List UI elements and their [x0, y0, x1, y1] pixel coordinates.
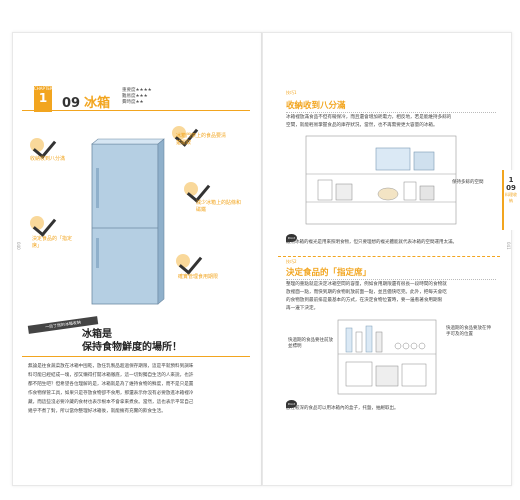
page-number: 041 — [506, 242, 511, 250]
rating-list: 重要度★★★★ 難易度★★★ 費時度★★ — [122, 88, 152, 105]
fridge-shelves-illustration — [305, 135, 457, 225]
page-number: 040 — [16, 242, 21, 250]
annotation: 確實管理食用期限 — [178, 274, 219, 280]
section-title: 收納收到八分滿 — [286, 101, 346, 111]
headline: 冰箱是 保持食物鮮度的場所！ — [82, 329, 182, 353]
point-note: 最然冰箱的複光是用來照明食物，但只要理想的複光體能就代表冰箱的空間運用太滿。 — [286, 240, 457, 245]
fridge-door-illustration — [337, 319, 437, 395]
right-page — [262, 32, 512, 486]
annotation: 冰箱門架上的食品要清楚擺取 — [176, 133, 227, 146]
check-ring — [172, 126, 186, 140]
callout: 快過期的食品要往前放並標明 — [288, 338, 333, 349]
point-badge: Point — [286, 234, 297, 242]
annotation: 減少冰箱上的貼條和磁鐵 — [196, 200, 242, 213]
dotted-rule — [286, 279, 496, 280]
title-rule — [22, 110, 250, 111]
section-body: 整理的重點就是決定冰箱空間的容量，例如食用期限還有很長一段時間的食物就 放裡面一… — [286, 282, 447, 311]
section-title: 決定食品的「指定席」 — [286, 268, 372, 278]
check-ring — [30, 138, 44, 152]
chapter-badge: CHAPTER 1 — [34, 86, 53, 112]
dotted-rule — [286, 112, 496, 113]
section-body: 冰箱裡放滿食品不但有礙保冷，而且還會增加耗電力，相反地，若是能維持多餘的 空間，… — [286, 115, 452, 128]
check-ring — [176, 254, 190, 268]
check-ring — [184, 182, 198, 196]
headline-rule — [22, 356, 250, 357]
callout: 保持多餘的空間 — [452, 180, 484, 185]
fridge-illustration — [91, 138, 165, 305]
point-note: 放在較深的食品可以用冰箱內的盒子，托盤，抽屜取出。 — [286, 406, 399, 411]
check-ring — [30, 216, 44, 230]
annotation: 決定食品的「指定席」 — [32, 236, 73, 249]
callout: 快過期的食品要放在伸手可及的位置 — [446, 326, 491, 337]
chapter-tab: 1 09 料理收納 — [502, 170, 518, 230]
point-badge: Point — [286, 400, 297, 408]
body-text: 無論是往食蔬菜放在冰箱中囤乾，放任乳製品超過保存期限，這是平就預料到調味 料可能… — [28, 364, 194, 414]
section-label: 技巧1 — [286, 90, 297, 95]
section-label: 技巧2 — [286, 259, 297, 264]
annotation: 收納收到八分滿 — [30, 156, 66, 162]
section-divider — [278, 256, 500, 257]
